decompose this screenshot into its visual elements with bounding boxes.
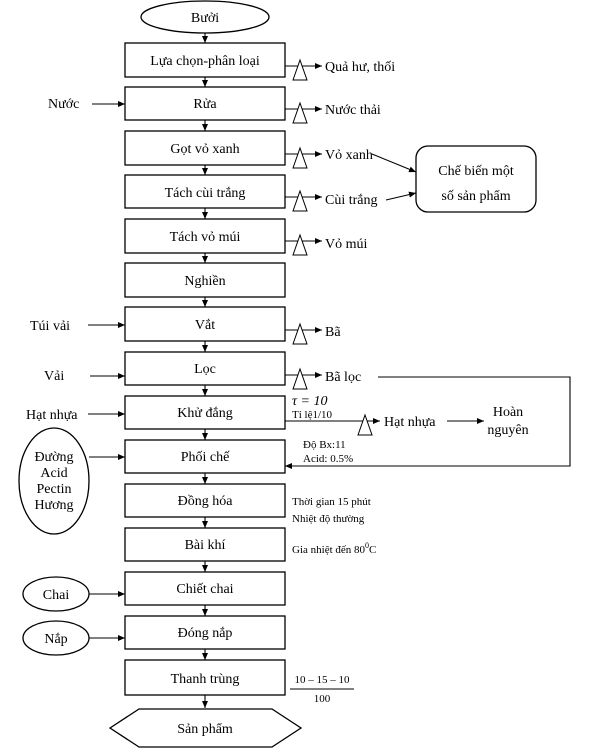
output-qua-hu: Quả hư, thối <box>285 58 395 81</box>
separation-triangle-icon <box>292 101 308 124</box>
output-label: Hạt nhựa <box>384 415 436 430</box>
separation-triangle-icon <box>292 233 308 256</box>
note-thanh-trung-numerator: 10 – 15 – 10 <box>295 674 351 686</box>
additive-label: Hương <box>34 498 73 513</box>
hoan-nguyen-node: Hoàn nguyên <box>487 405 528 438</box>
step-label: Vắt <box>195 318 215 333</box>
note-gia-nhiet: Gia nhiệt đến 800C <box>292 541 376 556</box>
output-label: Vỏ múi <box>325 237 368 252</box>
dong-hoa-notes: Thời gian 15 phút Nhiệt độ thường <box>292 496 371 525</box>
step-label: Đồng hóa <box>178 494 234 509</box>
step-khu-dang: Khử đắng <box>124 395 286 430</box>
step-label: Khử đắng <box>177 406 232 421</box>
output-hat-nhua: Hạt nhựa <box>285 413 484 436</box>
additive-label: Đường <box>34 450 73 465</box>
input-nuoc: Nước <box>48 97 125 112</box>
additives-oval: Đường Acid Pectin Hương <box>18 427 125 535</box>
input-label: Nước <box>48 97 79 112</box>
separation-triangle-icon <box>292 146 308 169</box>
note-ti-le: Tỉ lệ1/10 <box>292 409 333 421</box>
recycle-loop <box>285 376 571 469</box>
bai-khi-note: Gia nhiệt đến 800C <box>292 541 376 556</box>
che-bien-label: Chế biến một <box>438 164 514 179</box>
step-nghien: Nghiền <box>124 262 286 298</box>
input-vai: Vải <box>44 369 125 384</box>
chai-oval: Chai <box>22 576 125 612</box>
output-label: Cùi trắng <box>325 193 378 208</box>
note-acid: Acid: 0.5% <box>303 453 353 465</box>
step-dong-nap: Đóng nắp <box>124 615 286 650</box>
output-label: Bã <box>325 325 341 340</box>
step-lua-chon: Lựa chọn-phân loại <box>124 42 286 78</box>
note-tau: τ = 10 <box>292 394 327 409</box>
output-vo-xanh: Vỏ xanh <box>285 146 373 169</box>
step-label: Tách cùi trắng <box>165 186 246 201</box>
step-tach-cui-trang: Tách cùi trắng <box>124 174 286 209</box>
step-label: Tách vỏ múi <box>170 230 241 245</box>
output-label: Bã lọc <box>325 370 361 385</box>
step-got-vo-xanh: Gọt vỏ xanh <box>124 130 286 166</box>
additive-label: Acid <box>40 466 67 481</box>
output-vo-mui: Vỏ múi <box>285 233 368 256</box>
start-node: Bưởi <box>140 0 270 34</box>
step-loc: Lọc <box>124 351 286 386</box>
step-label: Nghiền <box>184 274 225 289</box>
input-tui-vai: Túi vải <box>30 319 125 334</box>
input-hat-nhua: Hạt nhựa <box>26 408 125 423</box>
start-label: Bưởi <box>191 11 219 26</box>
step-label: Lọc <box>194 362 216 377</box>
che-bien-label: số sản phẩm <box>441 189 510 204</box>
note-thoi-gian: Thời gian 15 phút <box>292 496 371 508</box>
step-label: Đóng nắp <box>178 626 233 641</box>
separation-triangle-icon <box>292 189 308 212</box>
step-label: Chiết chai <box>176 582 233 597</box>
step-tach-vo-mui: Tách vỏ múi <box>124 218 286 254</box>
step-label: Bài khí <box>185 538 226 553</box>
output-nuoc-thai: Nước thải <box>285 101 381 124</box>
step-chiet-chai: Chiết chai <box>124 571 286 606</box>
oval-label: Nắp <box>44 632 67 647</box>
step-vat: Vắt <box>124 306 286 342</box>
separation-triangle-icon <box>292 58 308 81</box>
step-label: Lựa chọn-phân loại <box>150 54 260 69</box>
separation-triangle-icon <box>292 322 308 345</box>
step-bai-khi: Bài khí <box>124 527 286 562</box>
step-label: Rửa <box>193 97 217 112</box>
hoan-nguyen-label: nguyên <box>487 423 528 438</box>
input-label: Hạt nhựa <box>26 408 78 423</box>
note-nhiet-do: Nhiệt độ thường <box>292 513 365 525</box>
phoi-che-notes: Độ Bx:11 Acid: 0.5% <box>303 439 353 465</box>
output-label: Vỏ xanh <box>325 148 373 163</box>
oval-label: Chai <box>43 588 70 603</box>
output-ba-loc: Bã lọc <box>285 367 361 390</box>
nap-oval: Nắp <box>22 620 125 656</box>
end-label: Sản phẩm <box>177 722 233 737</box>
note-thanh-trung-denominator: 100 <box>314 693 331 705</box>
step-label: Gọt vỏ xanh <box>170 142 239 157</box>
khu-dang-notes: τ = 10 Tỉ lệ1/10 <box>292 394 333 421</box>
separation-triangle-icon <box>292 367 308 390</box>
step-dong-hoa: Đồng hóa <box>124 483 286 518</box>
hoan-nguyen-label: Hoàn <box>493 405 523 420</box>
che-bien-box: Chế biến một số sản phẩm <box>371 145 537 213</box>
step-thanh-trung: Thanh trùng <box>124 659 286 696</box>
separation-triangle-icon <box>357 413 373 436</box>
thanh-trung-note: 10 – 15 – 10 100 <box>290 674 354 705</box>
output-label: Quả hư, thối <box>325 60 395 75</box>
input-label: Vải <box>44 369 64 384</box>
step-rua: Rửa <box>124 86 286 121</box>
step-phoi-che: Phối chế <box>124 439 286 474</box>
input-label: Túi vải <box>30 319 70 334</box>
step-label: Phối chế <box>181 450 230 465</box>
output-ba: Bã <box>285 322 341 345</box>
step-label: Thanh trùng <box>171 672 240 687</box>
output-cui-trang: Cùi trắng <box>285 189 378 212</box>
output-label: Nước thải <box>325 103 381 118</box>
end-node: Sản phẩm <box>108 708 303 748</box>
note-do-bx: Độ Bx:11 <box>303 439 346 451</box>
additive-label: Pectin <box>37 482 72 497</box>
